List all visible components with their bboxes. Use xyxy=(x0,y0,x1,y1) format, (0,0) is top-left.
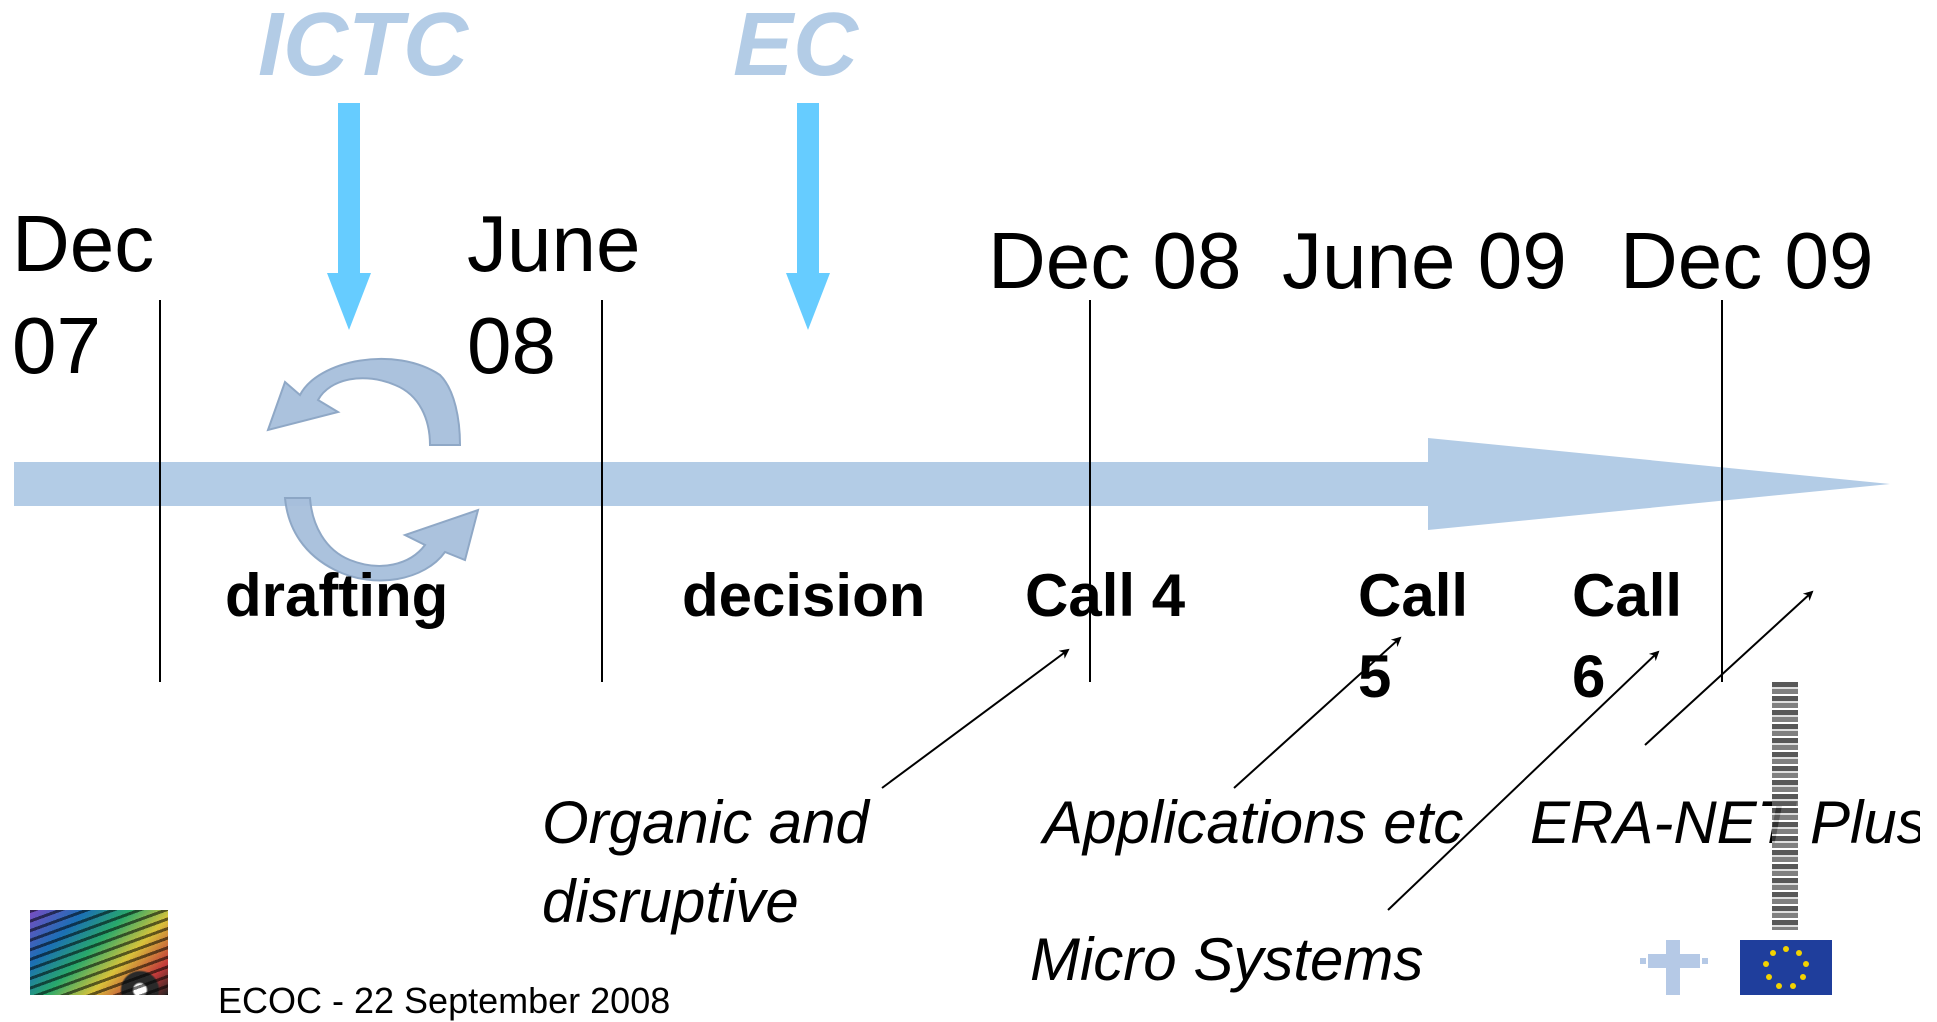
date-june08-line2: 08 xyxy=(467,301,556,391)
cycle-arrows-icon xyxy=(266,357,480,582)
note-applications: Applications etc xyxy=(1043,789,1464,856)
note-organic-disruptive: Organic and disruptive xyxy=(542,783,869,941)
cross-logo xyxy=(1640,940,1710,995)
date-june08-line1: June xyxy=(467,199,641,288)
phase-call6-line1: Call xyxy=(1572,562,1683,629)
date-dec07-line1: Dec xyxy=(12,199,155,288)
phase-call6: Call 6 xyxy=(1572,555,1682,717)
eu-flag-logo xyxy=(1740,940,1832,995)
date-june08: June 08 xyxy=(467,193,640,398)
vertical-brand-logo xyxy=(1772,682,1798,930)
pointer-applications xyxy=(1233,636,1402,789)
date-dec07-line2: 07 xyxy=(12,301,101,391)
phase-call6-line2: 6 xyxy=(1572,643,1606,710)
pointer-organic xyxy=(881,648,1070,789)
phase-decision: decision xyxy=(682,562,926,629)
phase-call5-line1: Call xyxy=(1358,562,1469,629)
note-organic-line1: Organic and xyxy=(542,789,869,856)
timeline-arrow-icon xyxy=(14,438,1890,530)
pointer-era-net xyxy=(1644,590,1814,746)
phase-call5: Call 5 xyxy=(1358,555,1468,717)
date-june09: June 09 xyxy=(1282,216,1567,305)
phase-call4: Call 4 xyxy=(1025,562,1186,629)
timeline-diagram xyxy=(14,103,1890,911)
actor-ec-label: EC xyxy=(733,0,859,95)
footer-text: ECOC - 22 September 2008 xyxy=(218,980,671,1021)
date-dec09: Dec 09 xyxy=(1620,216,1874,305)
note-micro-systems: Micro Systems xyxy=(1030,926,1424,993)
phase-drafting: drafting xyxy=(225,562,449,629)
note-era-net: ERA-NET Plus xyxy=(1530,789,1920,856)
pointer-micro-systems xyxy=(1387,650,1660,911)
date-dec07: Dec 07 xyxy=(12,193,154,398)
down-arrow-icon xyxy=(786,103,830,330)
conference-logo xyxy=(30,910,168,995)
note-organic-line2: disruptive xyxy=(542,868,799,936)
actor-ictc-label: ICTC xyxy=(258,0,468,95)
date-dec08: Dec 08 xyxy=(988,216,1242,305)
down-arrow-icon xyxy=(327,103,371,330)
phase-call5-line2: 5 xyxy=(1358,643,1392,710)
